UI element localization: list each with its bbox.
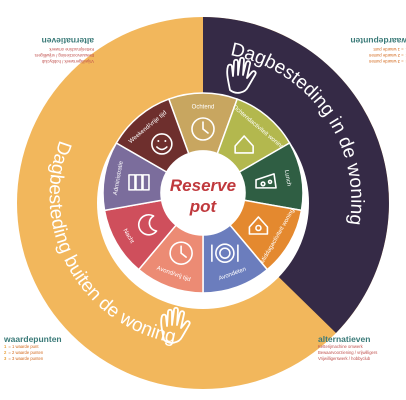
center-title-line2: pot — [189, 197, 218, 216]
binders-icon — [128, 174, 150, 191]
legend-bottom-left: waardepunten 1= 1 waarde punt 2= 2 waard… — [4, 334, 94, 394]
legend-bottom-right: alternatieven Ketterijmachine omwerk Bew… — [318, 334, 406, 394]
moon-icon — [137, 213, 158, 236]
center-hub — [161, 151, 245, 235]
legend-item: Vrijwilligerswerk / hobbyclub — [318, 356, 371, 361]
house-sun-icon — [248, 216, 269, 235]
legend-title: alternatieven — [41, 36, 94, 46]
legend-item: 1= 1 waarde punt — [4, 344, 39, 349]
legend-top-right: 3= 3 waarde punten 2= 2 waarde punten 1=… — [318, 4, 406, 64]
hand-icon — [160, 306, 191, 344]
center-title-line1: Reserve — [170, 176, 236, 195]
plate-icon — [211, 243, 239, 263]
clock-icon — [191, 117, 215, 141]
legend-item: 2= 2 waarde punten — [368, 53, 406, 58]
legend-item: 3= 3 waarde punten — [4, 356, 44, 361]
legend-item: Bewaarvoorziening / vrijwilligers — [34, 53, 94, 58]
legend-title: waardepunten — [4, 334, 62, 344]
segment-label: Lunch — [283, 170, 292, 187]
legend-item: Vrijwilligerswerk / hobbyclub — [41, 59, 94, 64]
legend-item: 3= 3 waarde punten — [368, 59, 406, 64]
legend-item: Bewaarvoorziening / vrijwilligers — [318, 350, 378, 355]
legend-title: alternatieven — [318, 334, 371, 344]
legend-title: waardepunten — [350, 36, 406, 46]
legend-item: 2= 2 waarde punten — [4, 350, 44, 355]
house-icon — [234, 135, 254, 154]
legend-item: Ketterijmachine omwerk — [318, 344, 363, 349]
segment-label: Ochtend — [192, 105, 215, 111]
legend-item: Ketterijmachine omwerk — [49, 47, 94, 52]
smiley-icon — [151, 133, 173, 155]
hand-icon — [226, 56, 257, 94]
legend-item: 1= 1 waarde punt — [373, 47, 406, 52]
legend-top-left: Vrijwilligerswerk / hobbyclub Bewaarvoor… — [4, 4, 94, 64]
cheese-icon — [255, 173, 277, 189]
clock-icon — [169, 241, 193, 265]
